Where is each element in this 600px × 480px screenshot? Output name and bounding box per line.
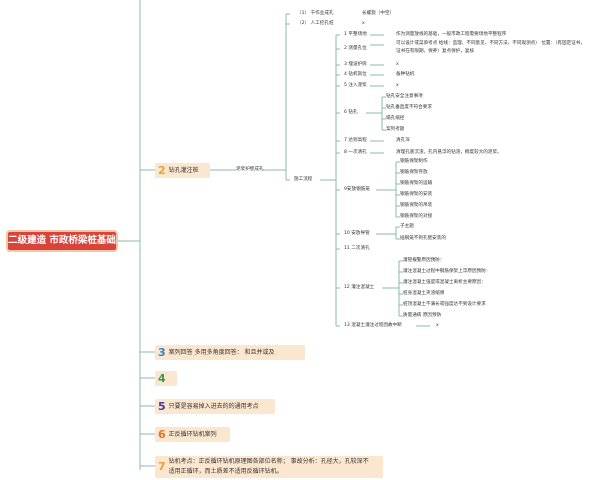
step-note: 插钢笼不到孔壁安装的 — [400, 236, 446, 241]
step-1[interactable]: 1 平整场地 — [344, 32, 367, 37]
topic-number: 5 — [158, 400, 166, 413]
step-note: 塌孔缩径 — [386, 116, 405, 121]
topic-4-empty[interactable]: 4 — [155, 371, 177, 386]
step-note: 清孔深 — [396, 138, 410, 143]
topic-number: 7 — [158, 460, 166, 473]
step-9[interactable]: 9安放钢筋笼 — [344, 187, 370, 192]
step-note: 钢筋保架的对接 — [400, 214, 433, 219]
topic-number: 6 — [158, 428, 166, 441]
dry-hole-note: 长螺旋（中空） — [362, 11, 395, 16]
step-note: 灌注混凝土强度或混凝土离析主要原因： — [403, 280, 486, 285]
step-note: x — [436, 323, 439, 328]
step-note: 清理孔底沉渣。孔内悬浮的钻渣，稠度较大的泥浆。 — [396, 150, 502, 155]
step-11[interactable]: 11 二次清孔 — [344, 246, 370, 251]
step-note: 灌注混凝土过程中钢筋保架上浮原因预防： — [403, 269, 491, 274]
step-6[interactable]: 6 钻孔 — [344, 110, 358, 115]
branch-mud-wall-hole[interactable]: 泥浆护壁成孔 — [236, 167, 264, 172]
step-note: 桩顶混凝土不满长或强度达不到设计要求 — [403, 302, 486, 307]
step-note: 钢筋保架的吊装 — [400, 203, 433, 208]
step-13[interactable]: 13 混凝土灌注过程因故中断 — [344, 323, 402, 328]
step-10[interactable]: 10 安放导管 — [344, 231, 370, 236]
step-note: 备种钻机 — [396, 72, 415, 77]
step-7[interactable]: 7 达到高程 — [344, 138, 367, 143]
step-note: x — [396, 83, 399, 88]
manual-dig-note: x — [362, 21, 365, 26]
step-5[interactable]: 5 注入泥浆 — [344, 83, 367, 88]
step-3[interactable]: 3 埋设护筒 — [344, 62, 367, 67]
topic-number: 3 — [158, 346, 166, 359]
step-note: 钢筋保架制作 — [400, 159, 428, 164]
step-note: 钢筋保架的安装 — [400, 192, 433, 197]
topic-label: 只要是容易掉入进去的的通用考点 — [168, 403, 259, 410]
topic-label: 案列回答 多用多角度回答： 和且并或及 — [168, 349, 275, 356]
dry-hole-item[interactable]: （1） 干作业成孔 — [297, 11, 334, 16]
topic-label: 正反循环钻机案列 — [168, 431, 217, 438]
root-node[interactable]: 二级建造 市政桥梁桩基础 — [8, 232, 116, 250]
topic-number: 4 — [158, 372, 166, 385]
step-8[interactable]: 8 一次清孔 — [344, 150, 367, 155]
topic-label: 钻孔灌注桩 — [168, 167, 199, 174]
step-note: 钻孔垂直度不符合要求 — [386, 105, 432, 110]
step-note: x — [396, 62, 399, 67]
step-12[interactable]: 12 灌注混凝土 — [344, 285, 375, 290]
topic-label: 钻机考点：正反循环钻机原理图各部位名称； 事故分析：孔径大，孔较深不适用正循环，… — [168, 458, 369, 475]
step-note: 作为测量放线的基础，一般市政工程需要场地平整程序 — [396, 32, 507, 37]
step-note: 灌管报警原因预防： — [403, 258, 445, 263]
step-note: 案列考题 — [386, 127, 405, 132]
step-note: 质量通病 原因预防 — [403, 313, 442, 318]
manual-dig-item[interactable]: （2） 人工挖孔桩 — [297, 21, 334, 26]
topic-number: 2 — [158, 164, 166, 177]
construction-process[interactable]: 施工流程 — [294, 177, 313, 182]
step-2[interactable]: 2 测量孔位 — [344, 46, 367, 51]
step-4[interactable]: 4 钻机就位 — [344, 72, 367, 77]
step-note: 桩身混凝土夹渣缩颈 — [403, 291, 445, 296]
step-note: 钻孔安全注意事项 — [386, 94, 423, 99]
step-note: 可以设计或菜单考点 给线：监理、不同意见、不同方法、不同观测点） 位置：（有固定… — [396, 41, 585, 54]
step-note: 钢筋保架存放 — [400, 170, 428, 175]
step-note: 钢筋保架的运输 — [400, 181, 433, 186]
step-note: 子主题 — [400, 224, 414, 229]
